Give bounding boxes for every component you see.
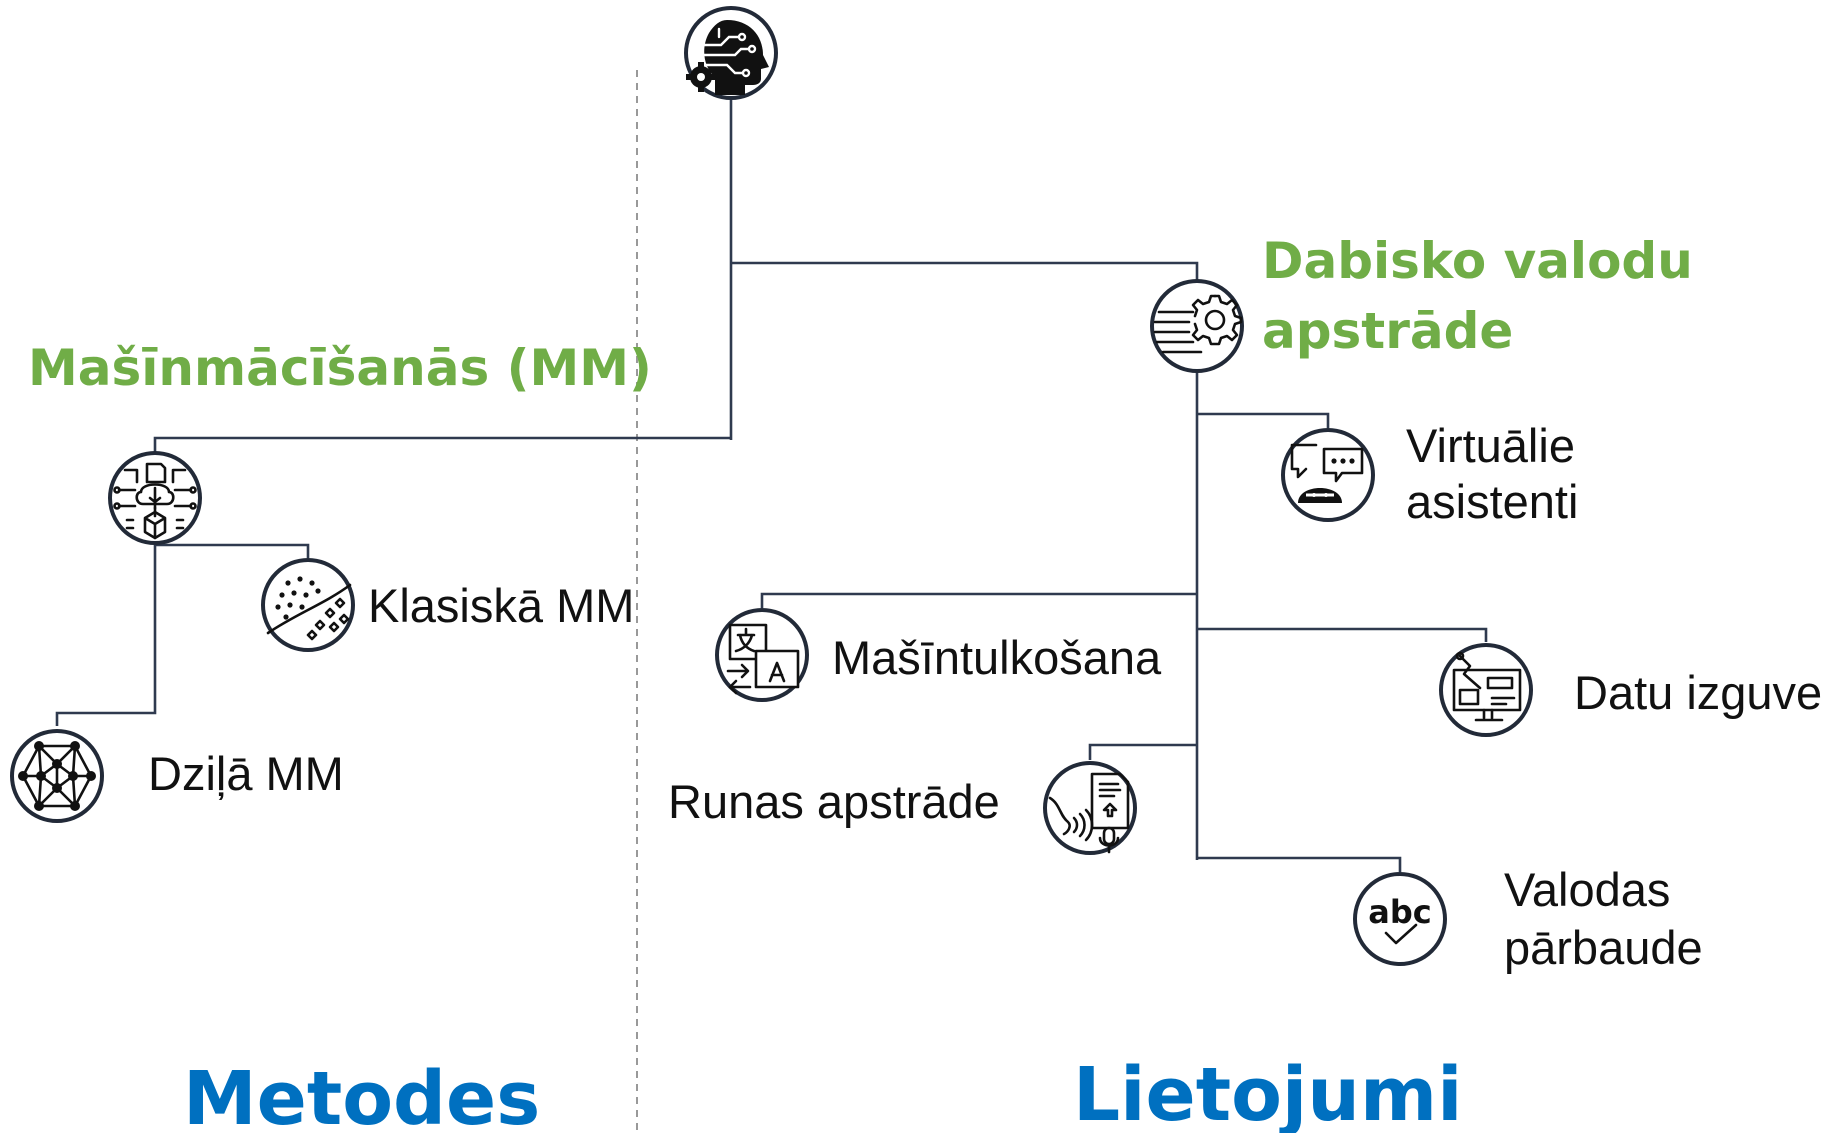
svg-text:abc: abc (1368, 893, 1431, 931)
node-label-nlp-line2: apstrāde (1262, 302, 1513, 360)
node-label-check-line1: Valodas (1504, 863, 1670, 916)
node-label-nlp-line1: Dabisko valodu (1262, 232, 1693, 290)
translation-icon (715, 608, 809, 702)
node-label-check-line2: pārbaude (1504, 921, 1703, 974)
node-label-mt: Mašīntulkošana (832, 631, 1162, 684)
node-label-classic-ml: Klasiskā MM (368, 579, 634, 632)
chat-assistant-icon (1281, 428, 1375, 522)
section-heading-applications: Lietojumi (1073, 1052, 1462, 1133)
node-label-deep-ml: Dziļā MM (148, 747, 344, 800)
speech-document-icon (1043, 761, 1137, 855)
connector-lines (55, 100, 1488, 872)
ai-head-gear-icon (684, 6, 778, 100)
node-label-ml: Mašīnmācīšanās (MM) (28, 339, 652, 397)
node-label-virtual-line2: asistenti (1406, 475, 1578, 528)
node-label-data-extraction: Datu izguve (1574, 666, 1822, 719)
node-label-speech: Runas apstrāde (668, 775, 1000, 828)
node-label-virtual-line1: Virtuālie (1406, 419, 1575, 472)
spellcheck-abc-icon: abc (1353, 872, 1447, 966)
neural-network-icon (10, 729, 104, 823)
scatter-classification-icon (261, 558, 355, 652)
machine-learning-network-icon (108, 451, 202, 545)
text-gear-icon (1150, 279, 1244, 373)
computer-data-icon (1439, 643, 1533, 737)
section-heading-methods: Metodes (183, 1056, 540, 1133)
